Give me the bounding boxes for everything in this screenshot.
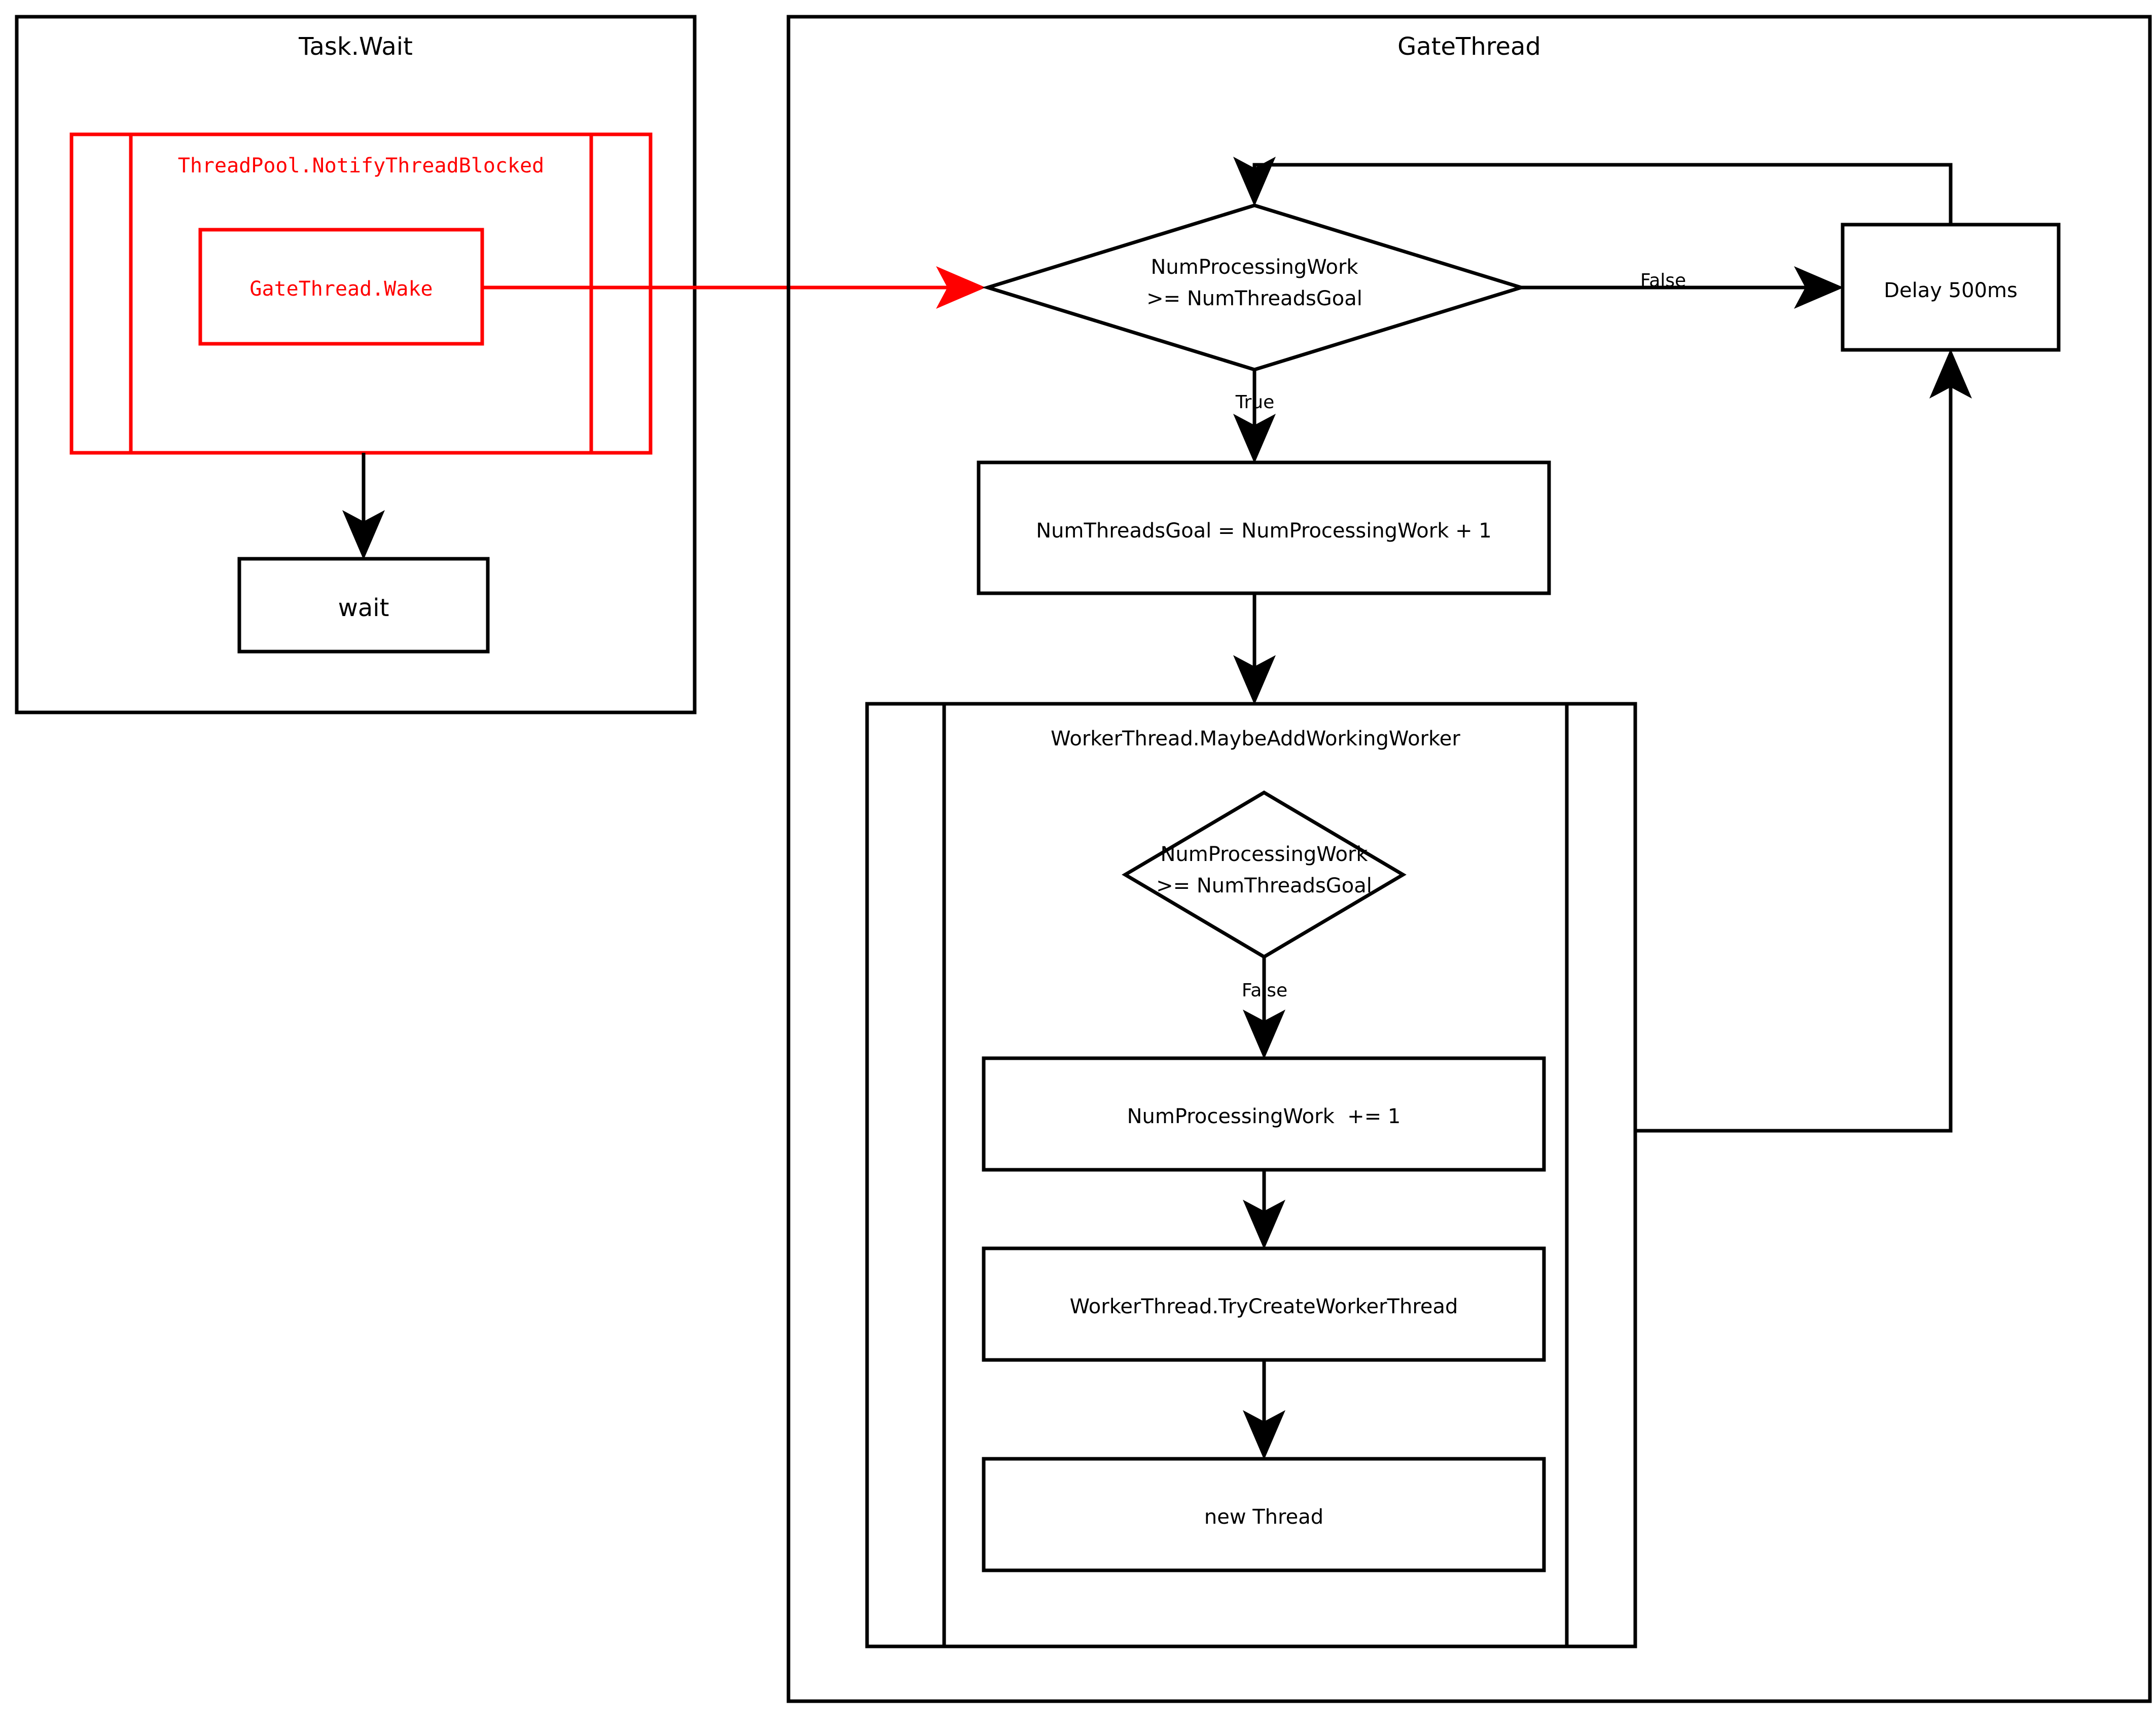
- wait-box: [237, 557, 490, 654]
- new-thread-label: new Thread: [1204, 1505, 1324, 1529]
- delay-500ms-label: Delay 500ms: [1884, 279, 2018, 302]
- edge-label-false-inner: False: [1241, 980, 1288, 1001]
- notify-thread-blocked-label: ThreadPool.NotifyThreadBlocked: [177, 154, 545, 177]
- decision-1-line-1: NumProcessingWork: [1151, 256, 1358, 279]
- notify-thread-blocked-subroutine-box: [69, 132, 653, 455]
- edge-label-true: True: [1235, 392, 1275, 413]
- increment-numprocessingwork-label: NumProcessingWork += 1: [1127, 1105, 1401, 1128]
- edge-delay-to-decision-loop: [1233, 157, 1953, 225]
- edge-label-false-top: False: [1640, 270, 1686, 291]
- gate-thread-container: [786, 15, 2152, 1703]
- try-create-worker-thread-label: WorkerThread.TryCreateWorkerThread: [1069, 1295, 1458, 1318]
- decision-1-line-2: >= NumThreadsGoal: [1146, 287, 1362, 310]
- decision-2-line-2: >= NumThreadsGoal: [1156, 874, 1372, 897]
- gatethread-wake-label: GateThread.Wake: [249, 277, 433, 301]
- decision-2-line-1: NumProcessingWork: [1160, 843, 1368, 866]
- edge-worker-loop-back-to-delay: [1635, 349, 1972, 1133]
- task-wait-container: [15, 15, 697, 714]
- gate-thread-container-title: GateThread: [1397, 32, 1541, 61]
- new-thread-box: [982, 1457, 1546, 1572]
- wait-box-label: wait: [338, 594, 389, 622]
- maybe-add-working-worker-subroutine-box: [865, 702, 1637, 1648]
- task-wait-container-title: Task.Wait: [299, 32, 413, 61]
- assign-numthreadsgoal-box: [977, 460, 1551, 595]
- maybe-add-working-worker-label: WorkerThread.MaybeAddWorkingWorker: [1051, 727, 1460, 750]
- assign-numthreadsgoal-label: NumThreadsGoal = NumProcessingWork + 1: [1036, 519, 1492, 543]
